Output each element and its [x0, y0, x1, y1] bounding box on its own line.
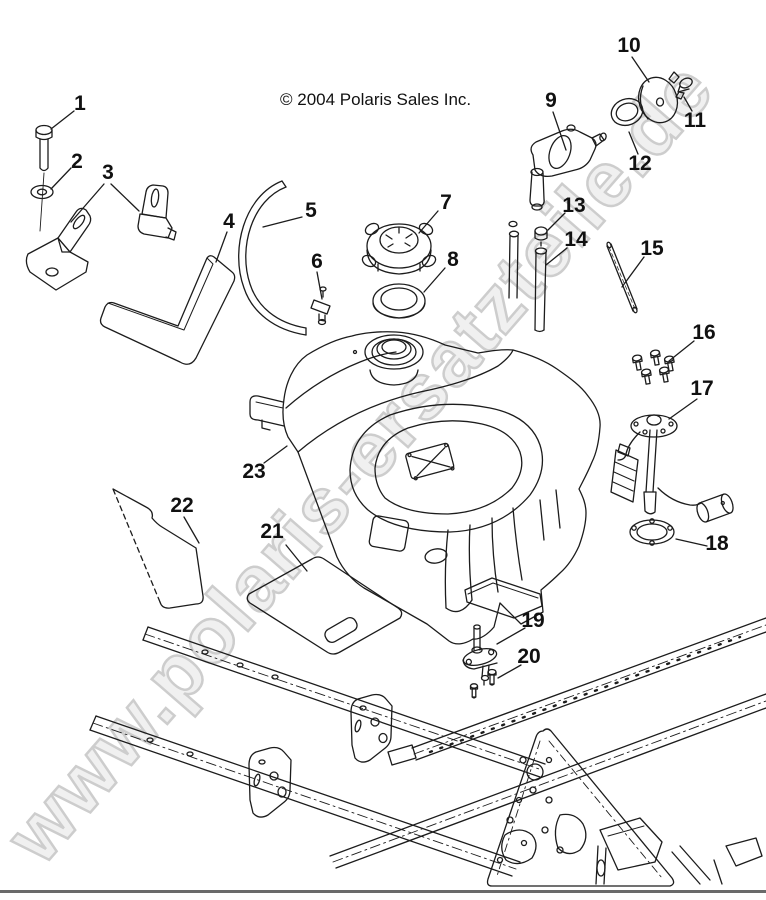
callout-22: 22: [170, 494, 194, 517]
leader-lines: [50, 56, 708, 679]
part-14-vent-tube: [508, 220, 548, 333]
part-10-cover-disc: [637, 71, 680, 124]
callout-23: 23: [242, 460, 266, 483]
part-2-washer: [30, 184, 54, 200]
part-15-rod: [606, 241, 638, 314]
part-6-clamp: [310, 286, 331, 326]
callout-3: 3: [102, 161, 114, 184]
frame-assembly: [89, 617, 766, 887]
part-5-hose: [238, 180, 307, 336]
callout-4: 4: [223, 210, 235, 233]
callout-8: 8: [447, 248, 459, 271]
callout-17: 17: [690, 377, 714, 400]
callout-12: 12: [628, 152, 652, 175]
callout-15: 15: [640, 237, 664, 260]
part-9-valve: [529, 124, 607, 211]
footer-divider-bar: [0, 890, 766, 893]
callout-6: 6: [311, 250, 323, 273]
callout-11: 11: [683, 109, 707, 132]
callout-5: 5: [305, 199, 317, 222]
part-8-cap-gasket: [372, 283, 426, 319]
part-16-screws: [631, 349, 675, 385]
callout-16: 16: [692, 321, 716, 344]
part-11-screw: [675, 77, 693, 100]
part-3-bracket-left: [25, 207, 92, 291]
callout-14: 14: [564, 228, 588, 251]
part-4-strap: [99, 255, 236, 365]
callout-2: 2: [71, 150, 83, 173]
callout-7: 7: [440, 191, 452, 214]
callout-18: 18: [705, 532, 729, 555]
part-23-fuel-tank: [249, 331, 601, 645]
callout-19: 19: [521, 609, 545, 632]
part-7-fuel-cap: [361, 222, 437, 275]
part-18-sender-gasket: [629, 518, 675, 546]
part-13-grommet: [534, 226, 548, 247]
part-22-pad: [112, 488, 204, 609]
part-20-screws: [469, 668, 497, 699]
copyright-text: © 2004 Polaris Sales Inc.: [280, 90, 472, 109]
part-3-bracket-right: [137, 184, 177, 241]
part-1-bolt: [35, 124, 53, 232]
callout-10: 10: [617, 34, 641, 57]
part-12-seal-ring: [610, 97, 644, 127]
callout-1: 1: [74, 92, 86, 115]
callout-21: 21: [260, 520, 284, 543]
callout-20: 20: [517, 645, 541, 668]
part-17-fuel-sender: [610, 414, 734, 523]
callout-9: 9: [545, 89, 557, 112]
part-19-fitting: [462, 624, 498, 686]
callout-13: 13: [562, 194, 586, 217]
part-21-pad: [246, 556, 403, 655]
